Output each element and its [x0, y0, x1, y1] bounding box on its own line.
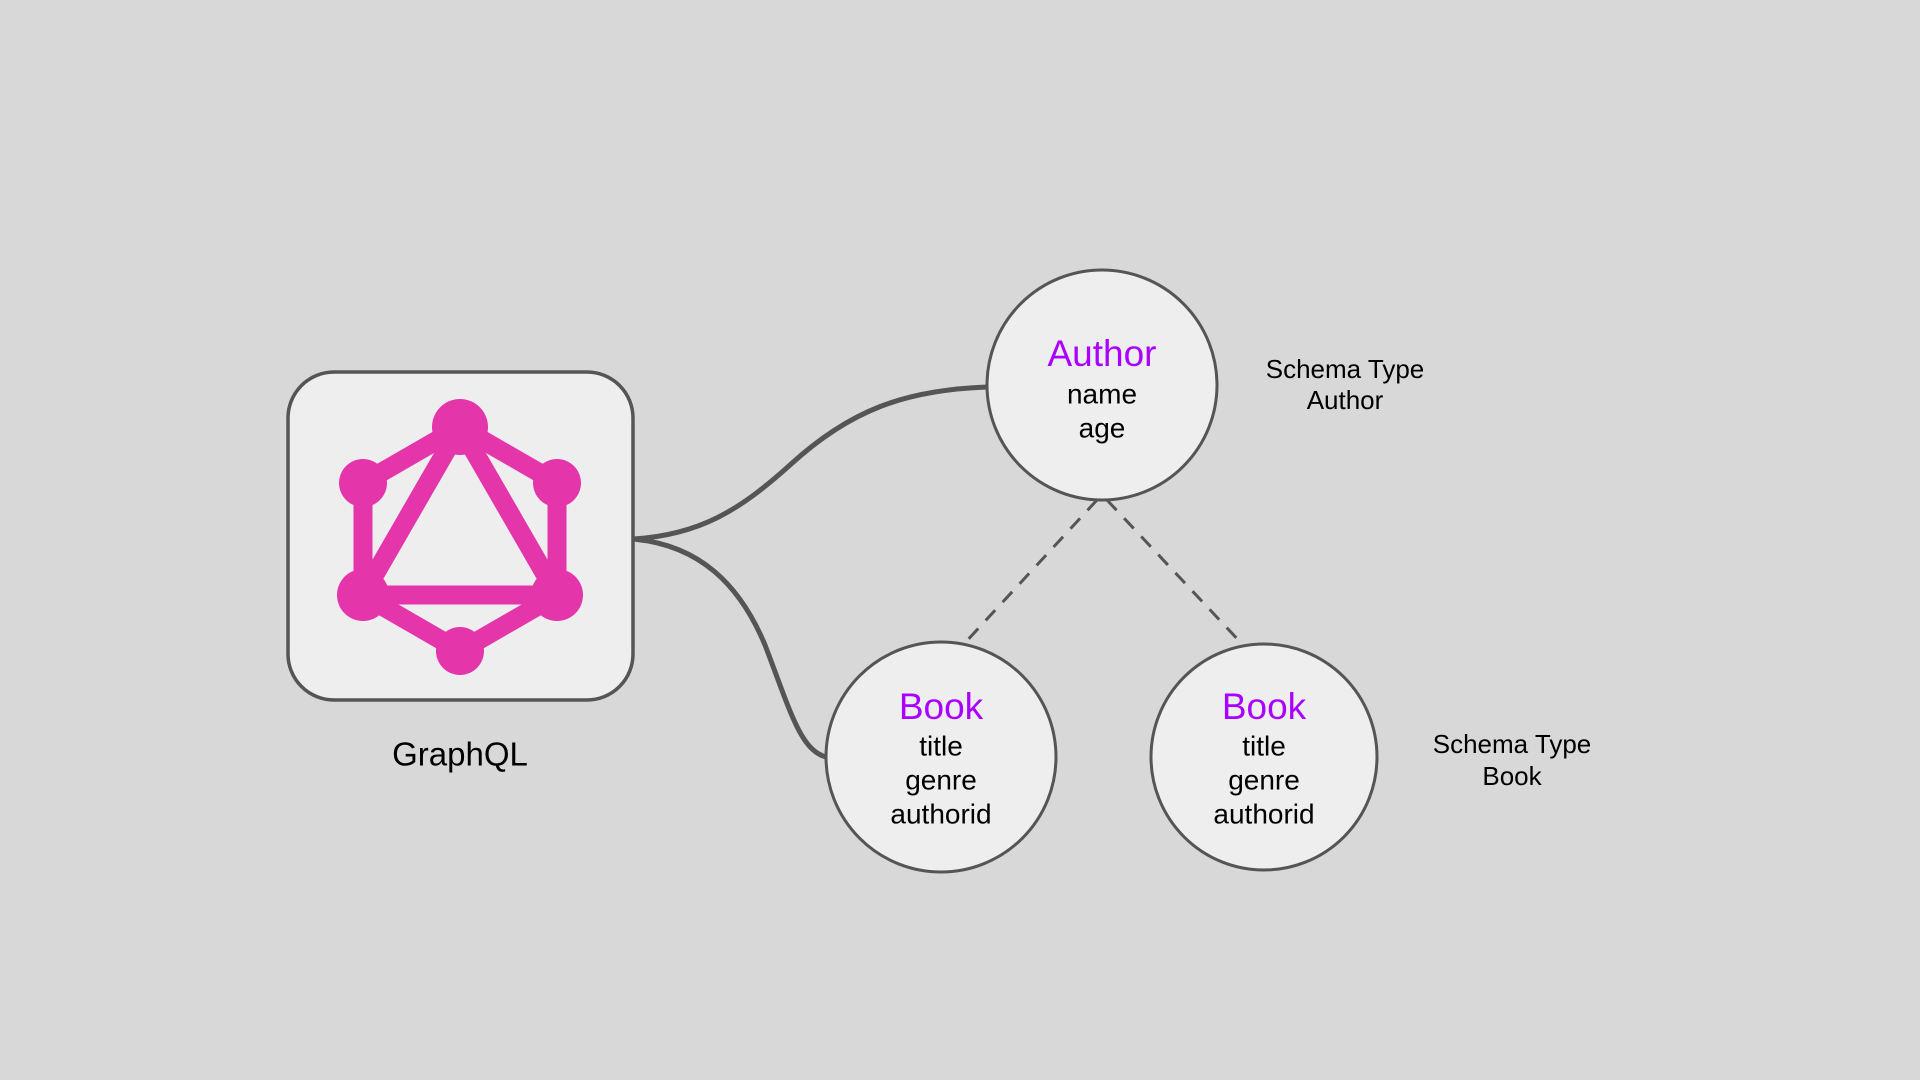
edge-graphql-to-author — [630, 384, 990, 542]
book-node-1[interactable]: Book title genre authorid — [824, 640, 1058, 874]
book-2-type-name: Book — [1222, 686, 1307, 727]
book-1-field-title: title — [919, 730, 963, 761]
book-2-field-title: title — [1242, 730, 1286, 761]
author-field-name: name — [1067, 378, 1137, 409]
author-field-age: age — [1079, 412, 1126, 443]
book-1-field-authorid: authorid — [890, 798, 991, 829]
author-type-name: Author — [1047, 333, 1156, 374]
graphql-icon — [337, 399, 583, 675]
schema-type-book-label: Schema Type Book — [1433, 729, 1592, 791]
graphql-logo-box[interactable] — [286, 370, 635, 702]
schema-type-book-line2: Book — [1482, 761, 1542, 791]
author-node[interactable]: Author name age — [985, 268, 1219, 502]
book-2-field-genre: genre — [1228, 764, 1300, 795]
schema-type-author-line2: Author — [1307, 385, 1384, 415]
book-node-2[interactable]: Book title genre authorid — [1149, 642, 1379, 872]
book-node-2-circle — [1149, 642, 1379, 872]
edge-author-to-book-2 — [1105, 498, 1245, 647]
book-1-field-genre: genre — [905, 764, 977, 795]
schema-type-book-line1: Schema Type — [1433, 729, 1592, 759]
author-node-circle — [985, 268, 1219, 502]
schema-type-author-label: Schema Type Author — [1266, 354, 1425, 415]
schema-type-author-line1: Schema Type — [1266, 354, 1425, 384]
edge-author-to-book-1 — [961, 498, 1099, 647]
book-1-type-name: Book — [899, 686, 984, 727]
book-node-1-circle — [824, 640, 1058, 874]
edge-graphql-to-book-1 — [630, 536, 829, 760]
book-2-field-authorid: authorid — [1213, 798, 1314, 829]
edge-layer — [630, 384, 1245, 760]
graphql-caption: GraphQL — [392, 736, 528, 773]
